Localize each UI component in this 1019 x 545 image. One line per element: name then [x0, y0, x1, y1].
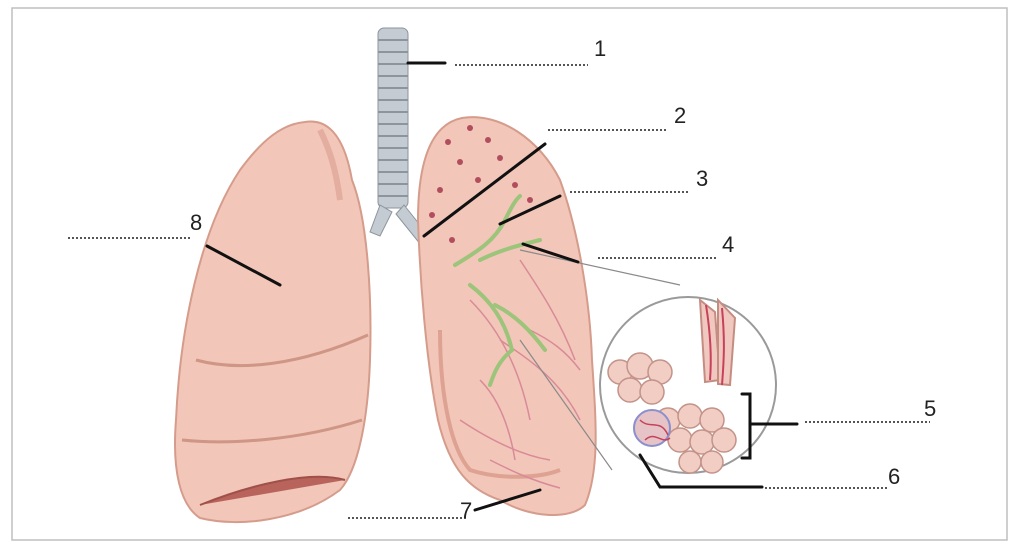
label-2: 2: [674, 103, 686, 128]
label-1: 1: [594, 36, 606, 61]
label-4: 4: [722, 232, 734, 257]
label-5: 5: [924, 396, 936, 421]
label-6: 6: [888, 464, 900, 489]
label-3: 3: [696, 166, 708, 191]
label-7: 7: [460, 498, 472, 523]
label-8: 8: [190, 210, 202, 235]
